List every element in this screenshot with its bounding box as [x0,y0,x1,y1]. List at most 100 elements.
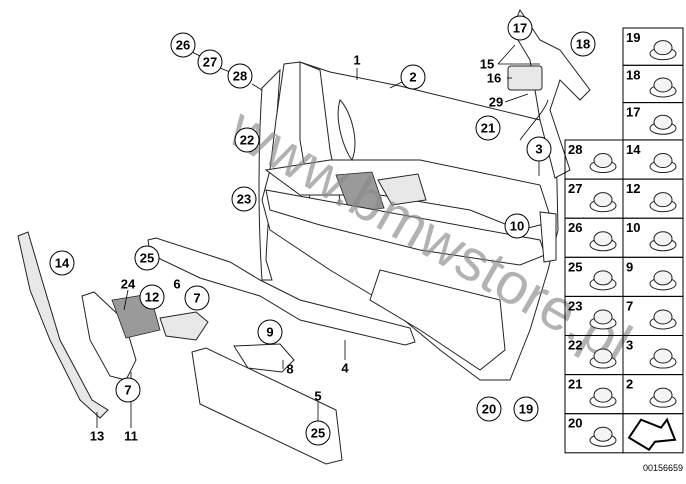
callout-label: 14 [55,256,70,271]
table-part-number: 19 [626,30,640,45]
callout-label: 24 [121,277,136,292]
table-part-number: 20 [568,416,582,431]
armrest-trim [147,237,416,346]
callout-8: 8 [286,362,293,377]
callout-1: 1 [353,53,360,68]
callout-label: 4 [341,361,349,376]
door-handle [159,311,209,341]
callout-label: 21 [481,121,495,136]
callout-label: 7 [193,291,200,306]
table-part-number: 17 [626,105,640,120]
table-part-number: 26 [568,220,582,235]
table-part-number: 14 [626,142,641,157]
callout-circle [305,420,331,446]
pillar-trim [17,231,109,419]
callout-5: 5 [314,389,321,404]
callout-circle [234,127,260,153]
callout-14: 14 [49,250,75,276]
fastener-head-icon [593,153,613,169]
fastener-head-icon [593,387,613,403]
callout-label: 20 [482,402,496,417]
callout-22: 22 [234,127,260,153]
callout-circle [134,245,160,271]
callout-label: 1 [353,53,360,68]
callout-circle [227,63,253,89]
callout-label: 22 [240,133,254,148]
callout-circle [197,49,223,75]
callout-16: 16 [487,71,501,86]
callout-label: 25 [311,426,325,441]
table-part-number: 7 [626,298,633,313]
fastener-head-icon [653,40,673,56]
callout-9: 9 [257,319,283,345]
fastener-head-icon [653,77,673,93]
callout-label: 26 [176,38,190,53]
table-part-number: 18 [626,67,640,82]
callout-circle [507,15,533,41]
table-part-number: 28 [568,142,582,157]
arrow-pointer-icon [627,417,677,452]
callout-circle [139,284,165,310]
callout-circle [231,186,257,212]
table-part-number: 25 [568,259,582,274]
table-part-number: 21 [568,377,582,392]
fastener-head-icon [653,231,673,247]
table-part-number: 2 [626,377,633,392]
callout-label: 2 [409,70,416,85]
callout-label: 8 [286,362,293,377]
callout-7: 7 [115,377,141,403]
callout-26: 26 [170,32,196,58]
fastener-head-icon [653,348,673,364]
callout-circle [476,396,502,422]
fastener-head-icon [653,270,673,286]
callout-label: 16 [487,71,501,86]
cover-cap [233,343,295,373]
callout-15: 15 [480,57,494,72]
fastener-head-icon [653,114,673,130]
callout-label: 13 [90,429,104,444]
callout-circle [570,31,596,57]
table-part-number: 12 [626,181,640,196]
callout-6: 6 [173,277,180,292]
fastener-head-icon [593,270,613,286]
table-part-number: 22 [568,338,582,353]
callout-25: 25 [305,420,331,446]
table-part-number: 9 [626,259,633,274]
fastener-head-icon [593,192,613,208]
callout-label: 5 [314,389,321,404]
part-code: 00156659 [643,463,683,473]
fastener-head-icon [593,231,613,247]
table-part-number: 23 [568,298,582,313]
callout-3: 3 [526,136,552,162]
callout-29: 29 [489,95,503,110]
callout-10: 10 [504,213,530,239]
callout-circle [170,32,196,58]
callout-circle [475,115,501,141]
callout-label: 9 [266,325,273,340]
fastener-head-icon [593,309,613,325]
callout-24: 24 [121,277,136,292]
callout-circle [49,250,75,276]
callout-circle [184,285,210,311]
callout-circle [400,64,426,90]
fastener-head-icon [653,387,673,403]
callout-label: 3 [535,142,542,157]
callout-13: 13 [90,429,104,444]
callout-label: 27 [203,55,217,70]
callout-label: 10 [510,219,524,234]
callout-label: 19 [519,402,533,417]
table-part-number: 3 [626,338,633,353]
callout-19: 19 [513,396,539,422]
callout-circle [513,396,539,422]
storage-compartment-lid [191,347,343,465]
callout-18: 18 [570,31,596,57]
fastener-head-icon [593,348,613,364]
callout-25: 25 [134,245,160,271]
callout-12: 12 [139,284,165,310]
callout-label: 23 [237,192,251,207]
callout-label: 17 [513,21,527,36]
callout-label: 7 [124,383,131,398]
callout-label: 6 [173,277,180,292]
